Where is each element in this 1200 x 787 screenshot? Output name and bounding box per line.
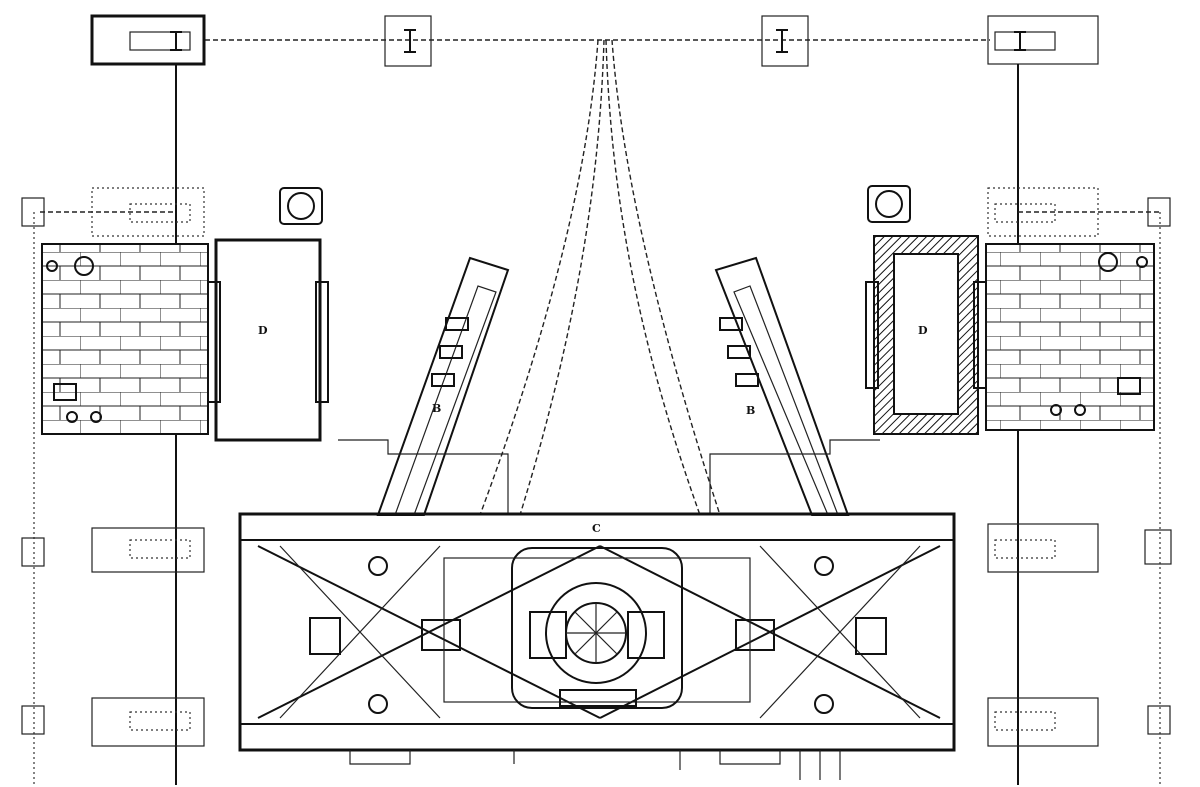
top-shaft [90,14,1099,67]
arm-left: B [376,256,510,516]
arm-right: B [714,256,850,516]
furnace-left: D [207,238,329,442]
base-outline [338,439,880,514]
arm-right-label: B [746,404,755,417]
brick-platform-left [41,243,209,435]
main-table: C [238,512,956,780]
center-rails [479,39,721,516]
arm-left-label: B [432,402,441,415]
brick-platform-right [985,243,1155,431]
bearing-blocks [21,187,1172,747]
furnace-right: D [865,235,987,435]
furnace-right-label: D [918,324,928,337]
gauges [279,185,911,225]
table-label: C [592,522,601,535]
furnace-left-label: D [258,324,268,337]
